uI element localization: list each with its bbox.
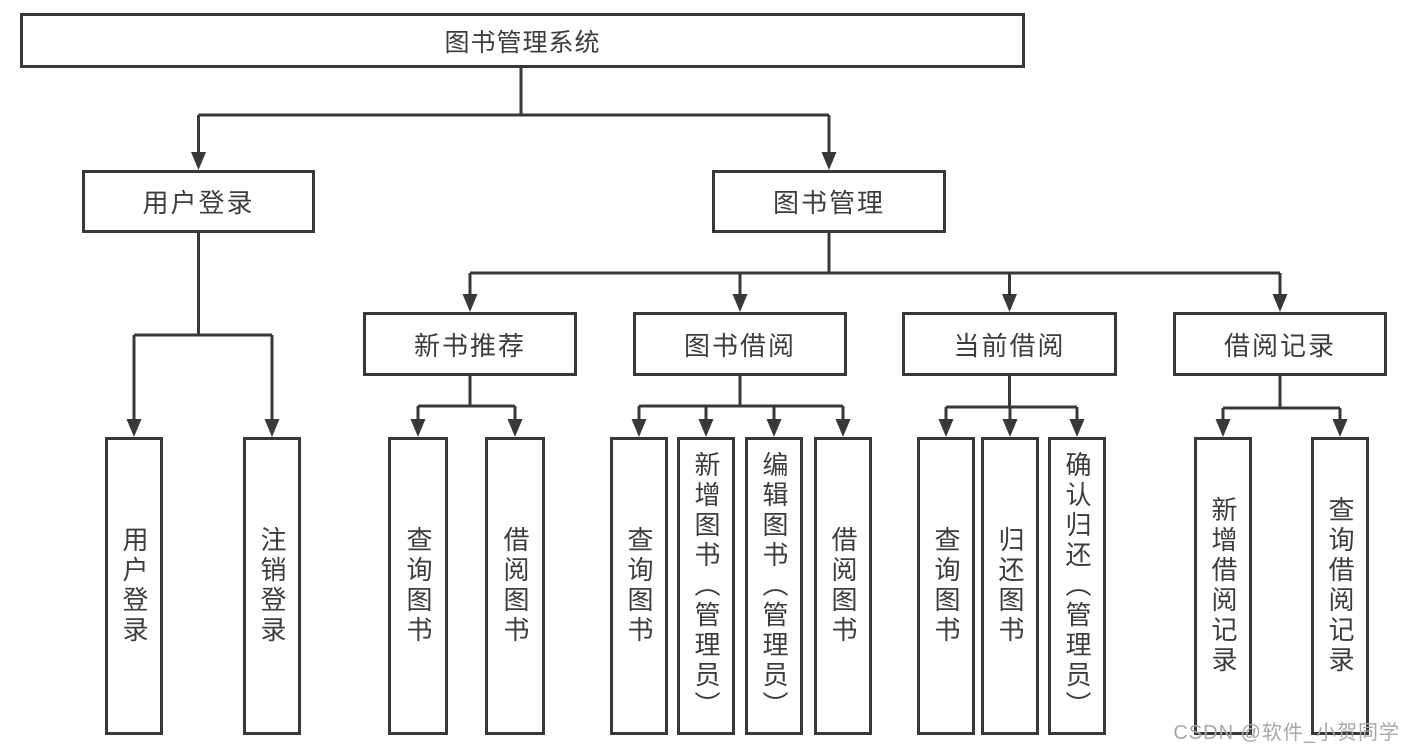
- connector-current-borrowing-to-leaves: [938, 376, 1085, 437]
- node-current-borrowing: 当前借阅: [902, 312, 1117, 376]
- node-new-book-recommend: 新书推荐: [363, 312, 577, 376]
- leaf-add-books-admin: 新增图书（管理员）: [677, 437, 735, 735]
- node-user-login: 用户登录: [82, 170, 315, 233]
- node-root-library-management-system: 图书管理系统: [20, 13, 1025, 68]
- leaf-user-login: 用户登录: [105, 437, 163, 735]
- leaf-return-books: 归还图书: [981, 437, 1039, 735]
- node-borrowing-records: 借阅记录: [1173, 312, 1387, 376]
- connector-borrowing-records-to-leaves: [1215, 376, 1348, 437]
- leaf-recommend-borrow-books: 借阅图书: [485, 437, 545, 735]
- connector-new-book-recommend-to-leaves: [410, 376, 523, 437]
- node-book-management: 图书管理: [712, 170, 946, 233]
- leaf-confirm-return-admin: 确认归还（管理员）: [1048, 437, 1106, 735]
- leaf-current-query-books: 查询图书: [917, 437, 975, 735]
- connector-user-login-to-leaves: [126, 233, 280, 437]
- node-book-borrowing: 图书借阅: [633, 312, 847, 376]
- connector-book-borrowing-to-leaves: [631, 376, 851, 437]
- leaf-query-borrow-record: 查询借阅记录: [1311, 437, 1369, 735]
- leaf-logout: 注销登录: [243, 437, 301, 735]
- leaf-borrowing-borrow-books: 借阅图书: [814, 437, 872, 735]
- csdn-watermark: CSDN @软件_小贺同学: [1173, 722, 1400, 744]
- leaf-borrowing-query-books: 查询图书: [610, 437, 668, 735]
- leaf-add-borrow-record: 新增借阅记录: [1194, 437, 1252, 735]
- leaf-recommend-query-books: 查询图书: [388, 437, 448, 735]
- connector-root-to-level2: [191, 68, 837, 170]
- connector-book-management-to-level3: [462, 233, 1288, 312]
- leaf-edit-books-admin: 编辑图书（管理员）: [745, 437, 803, 735]
